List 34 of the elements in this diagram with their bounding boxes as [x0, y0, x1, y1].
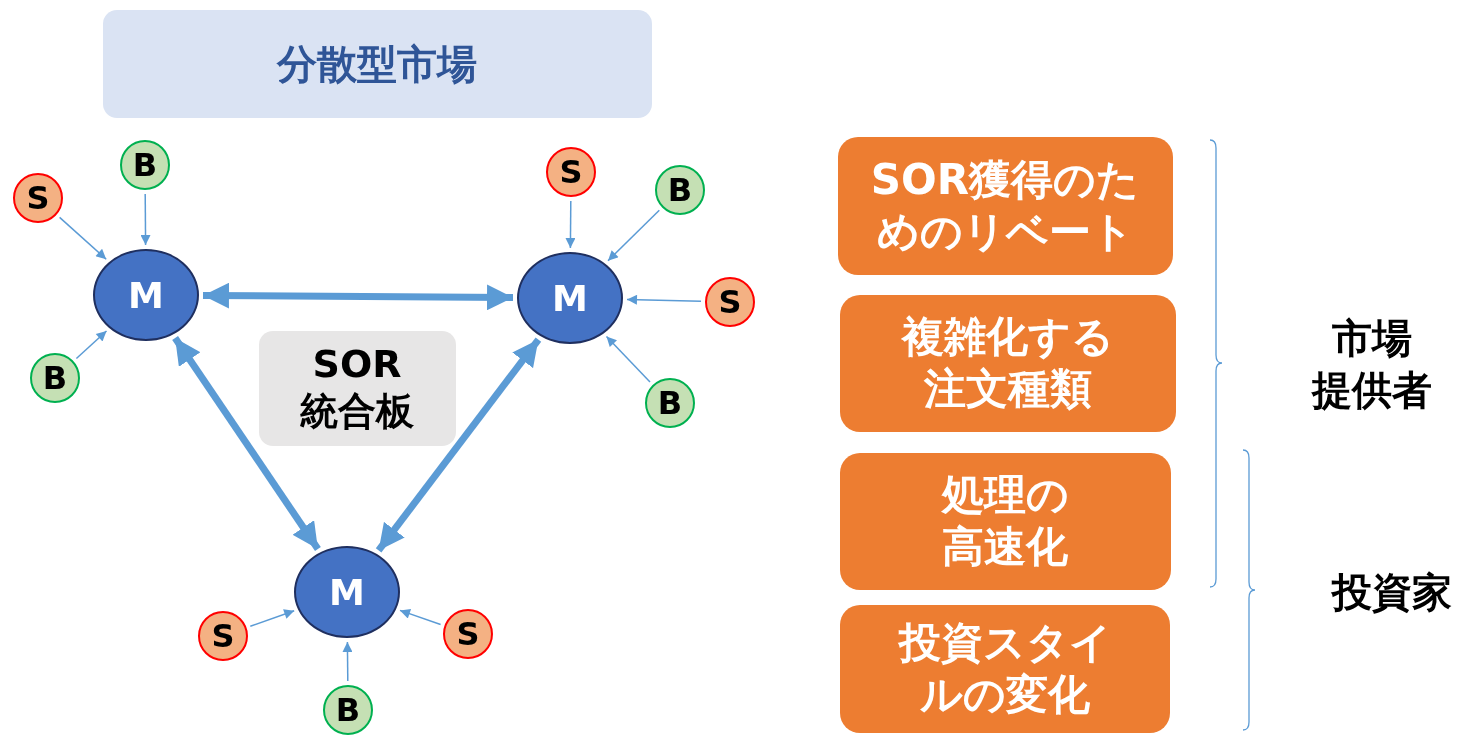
circle-node: B — [120, 140, 170, 190]
arrow — [75, 330, 108, 360]
arrow — [172, 336, 321, 551]
circle-node: B — [30, 353, 80, 403]
circle-node: S — [198, 611, 248, 661]
circle-node: B — [645, 378, 695, 428]
process-box: 投資スタイルの変化 — [840, 605, 1170, 733]
circle-node: S — [546, 147, 596, 197]
process-box: SOR 統合板 — [258, 330, 456, 446]
arrow — [58, 216, 107, 260]
circle-node: S — [13, 173, 63, 223]
arrow — [607, 209, 661, 262]
arrow — [375, 337, 542, 553]
process-box: SOR獲得のためのリベート — [837, 137, 1173, 275]
arrow — [565, 200, 576, 249]
process-box: 複雑化する注文種類 — [840, 294, 1176, 432]
process-box: 処理の高速化 — [839, 452, 1171, 590]
arrow — [605, 335, 651, 383]
arrow — [399, 608, 442, 626]
circle-node: M — [93, 249, 199, 341]
heading-box: 分散型市場 — [102, 10, 652, 118]
circle-node: M — [294, 546, 400, 638]
arrow — [202, 282, 514, 311]
arrow — [140, 193, 151, 246]
arrow — [249, 609, 295, 628]
arrow — [626, 294, 702, 305]
group-label: 投資家 — [1332, 568, 1452, 617]
circle-node: B — [323, 685, 373, 735]
circle-node: B — [655, 165, 705, 215]
group-label: 市場提供者 — [1312, 314, 1432, 415]
circle-node: S — [705, 277, 755, 327]
circle-node: M — [517, 252, 623, 344]
arrow — [342, 641, 353, 682]
circle-node: S — [443, 609, 493, 659]
